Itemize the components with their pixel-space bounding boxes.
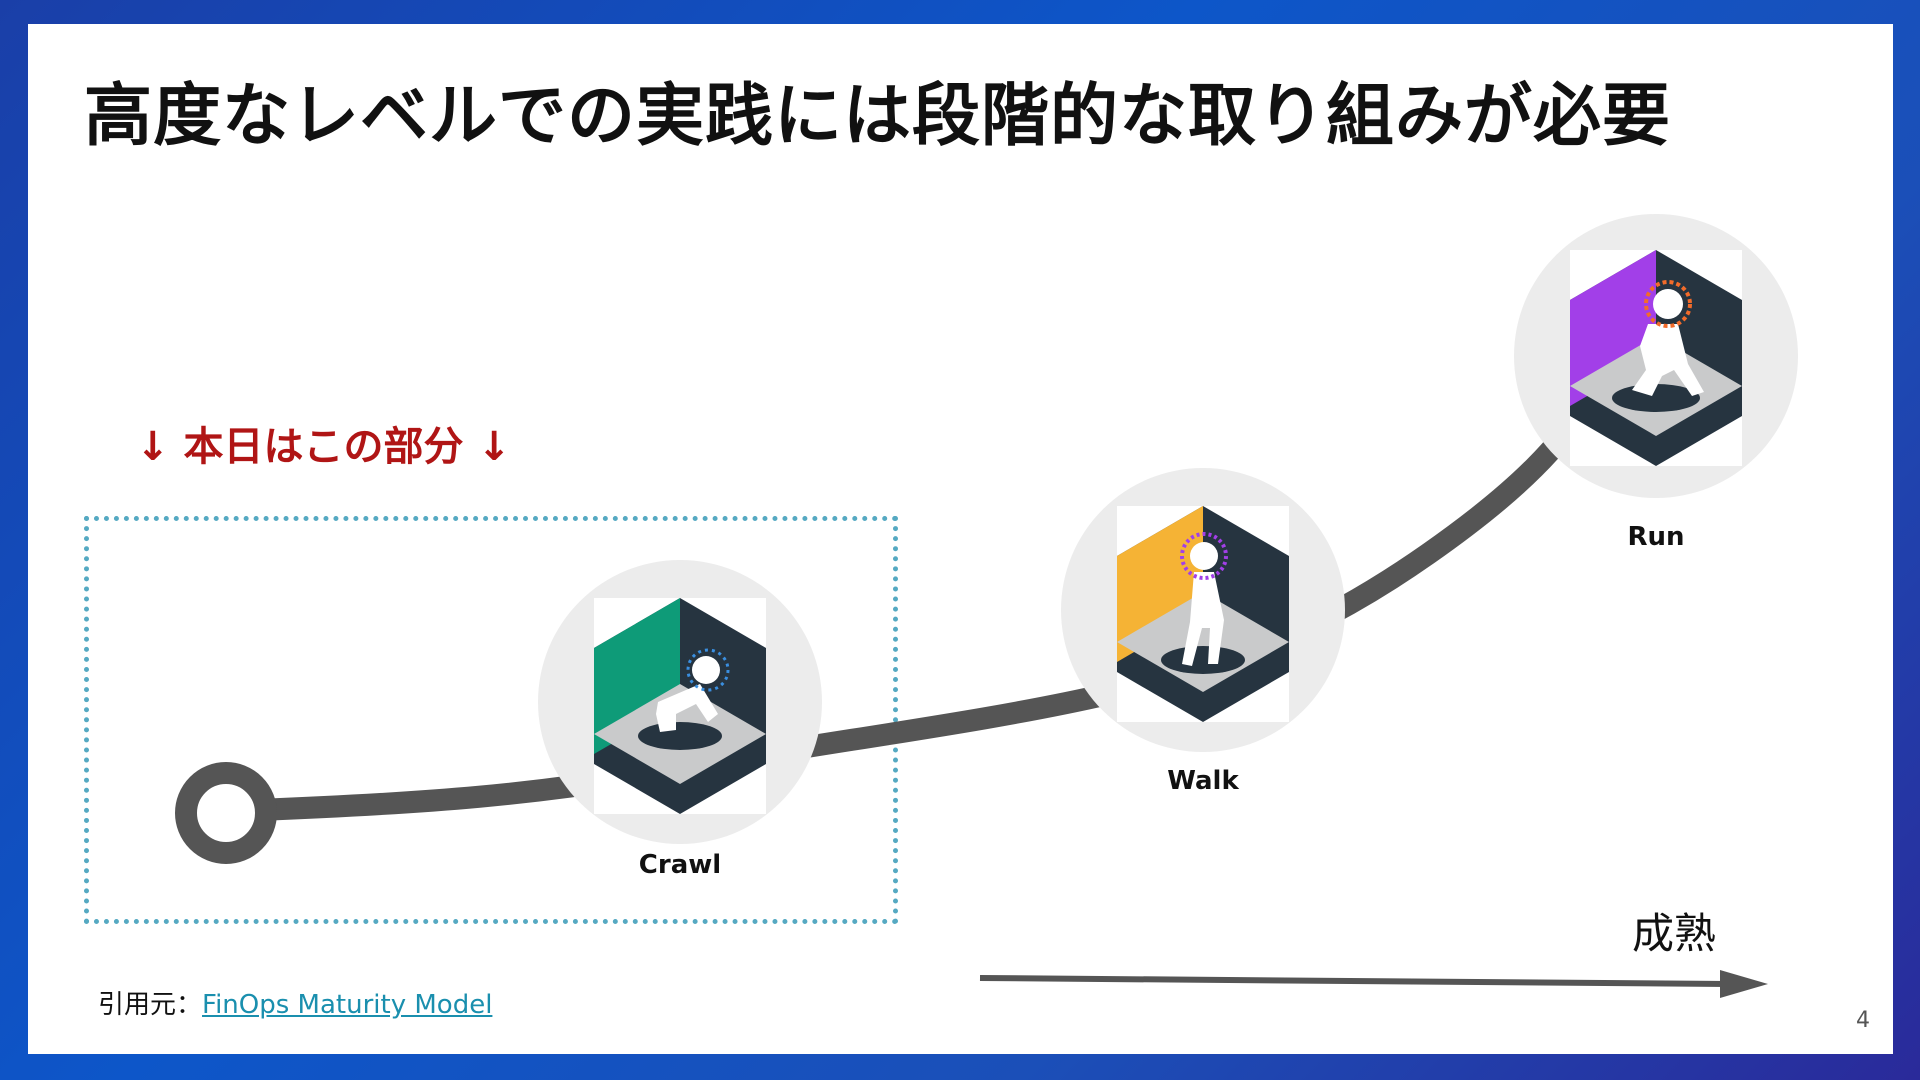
slide-title: 高度なレベルでの実践には段階的な取り組みが必要 — [84, 77, 1672, 156]
start-point-ring — [175, 762, 277, 864]
maturity-path-diagram — [175, 214, 1798, 998]
maturity-path-line — [217, 393, 1599, 822]
walk-figure-icon — [1182, 542, 1224, 666]
run-figure-icon — [1632, 289, 1704, 396]
maturity-arrow — [979, 970, 1768, 998]
run-stage-badge — [1514, 214, 1798, 498]
maturity-axis-label: 成熟 — [1632, 909, 1717, 958]
walk-stage-badge — [1061, 468, 1345, 752]
slide: 高度なレベルでの実践には段階的な取り組みが必要 ↓ 本日はこの部分 ↓ — [28, 24, 1893, 1054]
crawl-figure-icon — [656, 656, 720, 732]
source-citation: 引用元：FinOps Maturity Model — [98, 984, 492, 1021]
stage-label-run: Run — [1627, 522, 1685, 552]
crawl-stage-badge — [538, 560, 822, 844]
page-number: 4 — [1856, 1008, 1870, 1033]
finops-maturity-model-link[interactable]: FinOps Maturity Model — [202, 990, 493, 1020]
source-prefix: 引用元： — [98, 990, 203, 1020]
today-scope-note: ↓ 本日はこの部分 ↓ — [136, 424, 511, 470]
stage-label-walk: Walk — [1167, 766, 1239, 796]
focus-area-dotted-box — [84, 516, 898, 924]
stage-label-crawl: Crawl — [638, 850, 722, 880]
